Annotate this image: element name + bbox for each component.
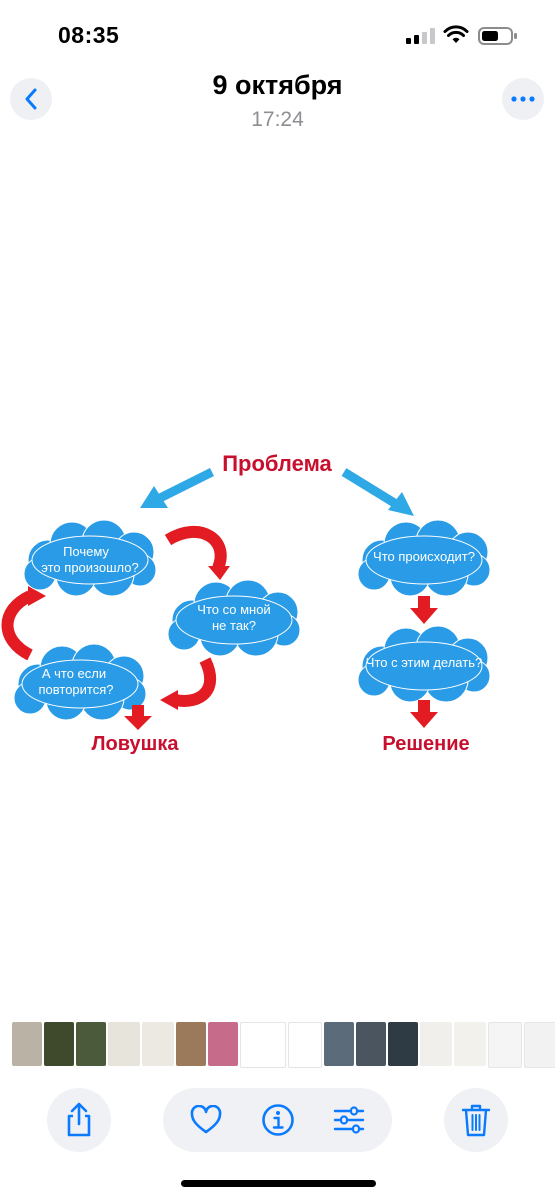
wifi-icon [443,25,469,43]
bottom-toolbar [0,1088,555,1152]
thumbnail-strip[interactable] [12,1022,555,1068]
battery-icon [478,27,517,45]
red-curve-arrow-1 [164,525,227,571]
solution-label: Решение [382,733,469,755]
thumbnail[interactable] [44,1022,74,1066]
chevron-left-icon [25,88,37,110]
cloud-5-text: Что с этим делать? [366,655,482,670]
favorite-button[interactable] [188,1102,224,1138]
ellipsis-icon [511,96,535,102]
heart-icon [190,1105,222,1134]
page-subtitle: 17:24 [251,108,304,131]
cellular-signal-icon [406,28,435,44]
red-down-arrow-left [124,705,152,730]
share-icon [67,1102,91,1137]
trap-label: Ловушка [92,733,180,755]
sliders-icon [333,1106,365,1134]
more-button[interactable] [502,78,544,120]
thumbnail[interactable] [176,1022,206,1066]
status-bar: 08:35 [0,0,555,70]
blue-arrow-left [140,467,215,508]
info-icon [262,1104,294,1136]
thumbnail[interactable] [324,1022,354,1066]
photo-header: 9 октября 17:24 [0,68,555,138]
thumbnail[interactable] [12,1022,42,1066]
blue-arrow-right [341,468,414,516]
thumbnail[interactable] [142,1022,174,1066]
thumbnail[interactable] [488,1022,522,1068]
share-button[interactable] [47,1088,111,1152]
thumbnail[interactable] [356,1022,386,1066]
thumbnail[interactable] [524,1022,555,1068]
thumbnail[interactable] [288,1022,322,1068]
back-button[interactable] [10,78,52,120]
page-title: 9 октября [212,70,343,100]
red-curve-arrow-2 [173,657,217,707]
adjust-button[interactable] [331,1102,367,1138]
red-down-arrow-right-1 [410,596,438,624]
info-button[interactable] [260,1102,296,1138]
cloud-4-text: Что происходит? [373,549,475,564]
delete-button[interactable] [444,1088,508,1152]
thumbnail[interactable] [108,1022,140,1066]
red-curve-arrow-3 [1,590,34,661]
diagram-heading: Проблема [222,451,332,476]
status-time: 08:35 [58,22,120,48]
trash-icon [461,1104,491,1137]
thumbnail[interactable] [454,1022,486,1066]
thumbnail[interactable] [420,1022,452,1066]
thumbnail[interactable] [388,1022,418,1066]
thumbnail[interactable] [240,1022,286,1068]
thumbnail[interactable] [208,1022,238,1066]
home-indicator[interactable] [181,1180,376,1187]
thumbnail[interactable] [76,1022,106,1066]
red-down-arrow-right-2 [410,700,438,728]
